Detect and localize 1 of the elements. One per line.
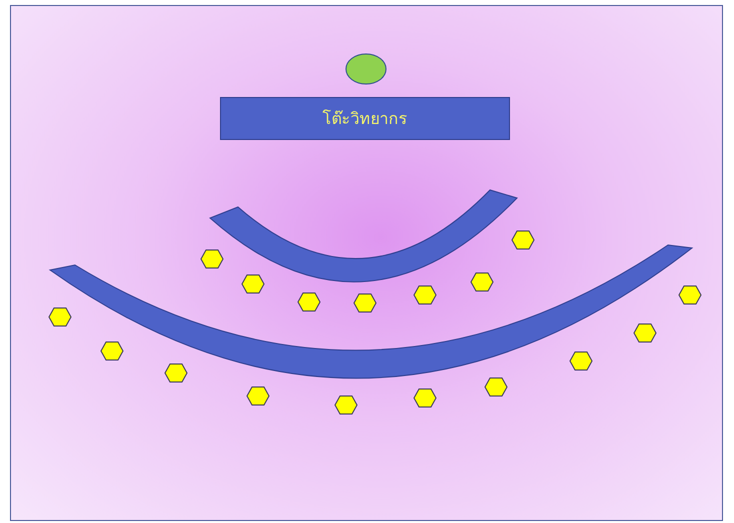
speaker-table: โต๊ะวิทยากร [220,97,510,140]
